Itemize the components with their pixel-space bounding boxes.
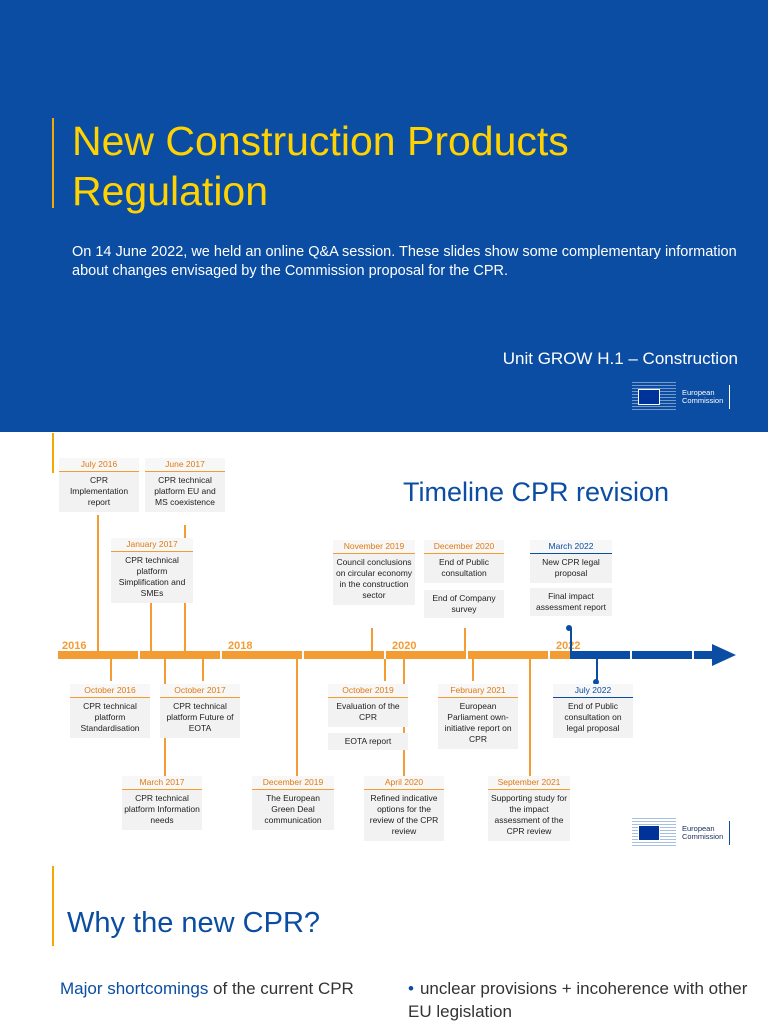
title-slide (0, 0, 768, 432)
event-box: December 2019 The European Green Deal co… (252, 776, 334, 830)
event-box: September 2021 Supporting study for the … (488, 776, 570, 841)
event-box: January 2017 CPR technical platform Simp… (111, 538, 193, 603)
timeline-accent-bar (52, 433, 54, 473)
event-box: February 2021 European Parliament own-in… (438, 684, 518, 749)
logo-line-2: Commission (682, 396, 724, 405)
timeline-title: Timeline CPR revision (403, 477, 670, 507)
logo-line-2: Commission (682, 832, 724, 841)
event-sub-box: Final impact assessment report (530, 588, 612, 616)
timeline-marker (593, 679, 599, 685)
title-accent-bar (52, 118, 54, 208)
ec-logo: European Commission (632, 818, 731, 848)
event-box: July 2016 CPR Implementation report (59, 458, 139, 512)
ec-logo-mark-icon (632, 818, 676, 848)
event-sub-box: End of Company survey (424, 590, 504, 618)
event-box: June 2017 CPR technical platform EU and … (145, 458, 225, 512)
shortcomings-link[interactable]: Major shortcomings (60, 979, 209, 998)
event-box: July 2022 End of Public consultation on … (553, 684, 633, 738)
year-label-2016: 2016 (62, 640, 87, 652)
event-box: November 2019 Council conclusions on cir… (333, 540, 415, 605)
unit-label: Unit GROW H.1 – Construction (502, 349, 738, 368)
event-box: October 2017 CPR technical platform Futu… (160, 684, 240, 738)
slide-intro-text: On 14 June 2022, we held an online Q&A s… (72, 244, 737, 279)
logo-line-1: European (682, 824, 715, 833)
why-title: Why the new CPR? (67, 907, 321, 939)
ec-logo-mark-icon (632, 382, 676, 412)
year-label-2018: 2018 (228, 640, 253, 652)
year-label-2022: 2022 (556, 640, 581, 652)
event-box: December 2020 End of Public consultation (424, 540, 504, 583)
shortcomings-text: Major shortcomings of the current CPR (60, 979, 354, 998)
why-slide (0, 864, 768, 1024)
timeline-axis-orange (58, 651, 570, 659)
event-box: October 2019 Evaluation of the CPR (328, 684, 408, 727)
logo-line-1: European (682, 388, 715, 397)
timeline-arrow-icon (712, 644, 736, 666)
timeline-marker (566, 625, 572, 631)
event-sub-box: EOTA report (328, 733, 408, 750)
slide-title: New Construction Products Regulation (72, 118, 569, 214)
year-label-2020: 2020 (392, 640, 417, 652)
bullet-item: •unclear provisions + incoherence with o… (408, 979, 748, 1021)
event-box: March 2022 New CPR legal proposal (530, 540, 612, 583)
why-accent-bar (52, 866, 54, 946)
event-box: October 2016 CPR technical platform Stan… (70, 684, 150, 738)
bullet-icon: • (408, 979, 414, 998)
ec-logo: European Commission (632, 382, 731, 412)
timeline-axis-blue (570, 651, 712, 659)
event-box: March 2017 CPR technical platform Inform… (122, 776, 202, 830)
event-box: April 2020 Refined indicative options fo… (364, 776, 444, 841)
